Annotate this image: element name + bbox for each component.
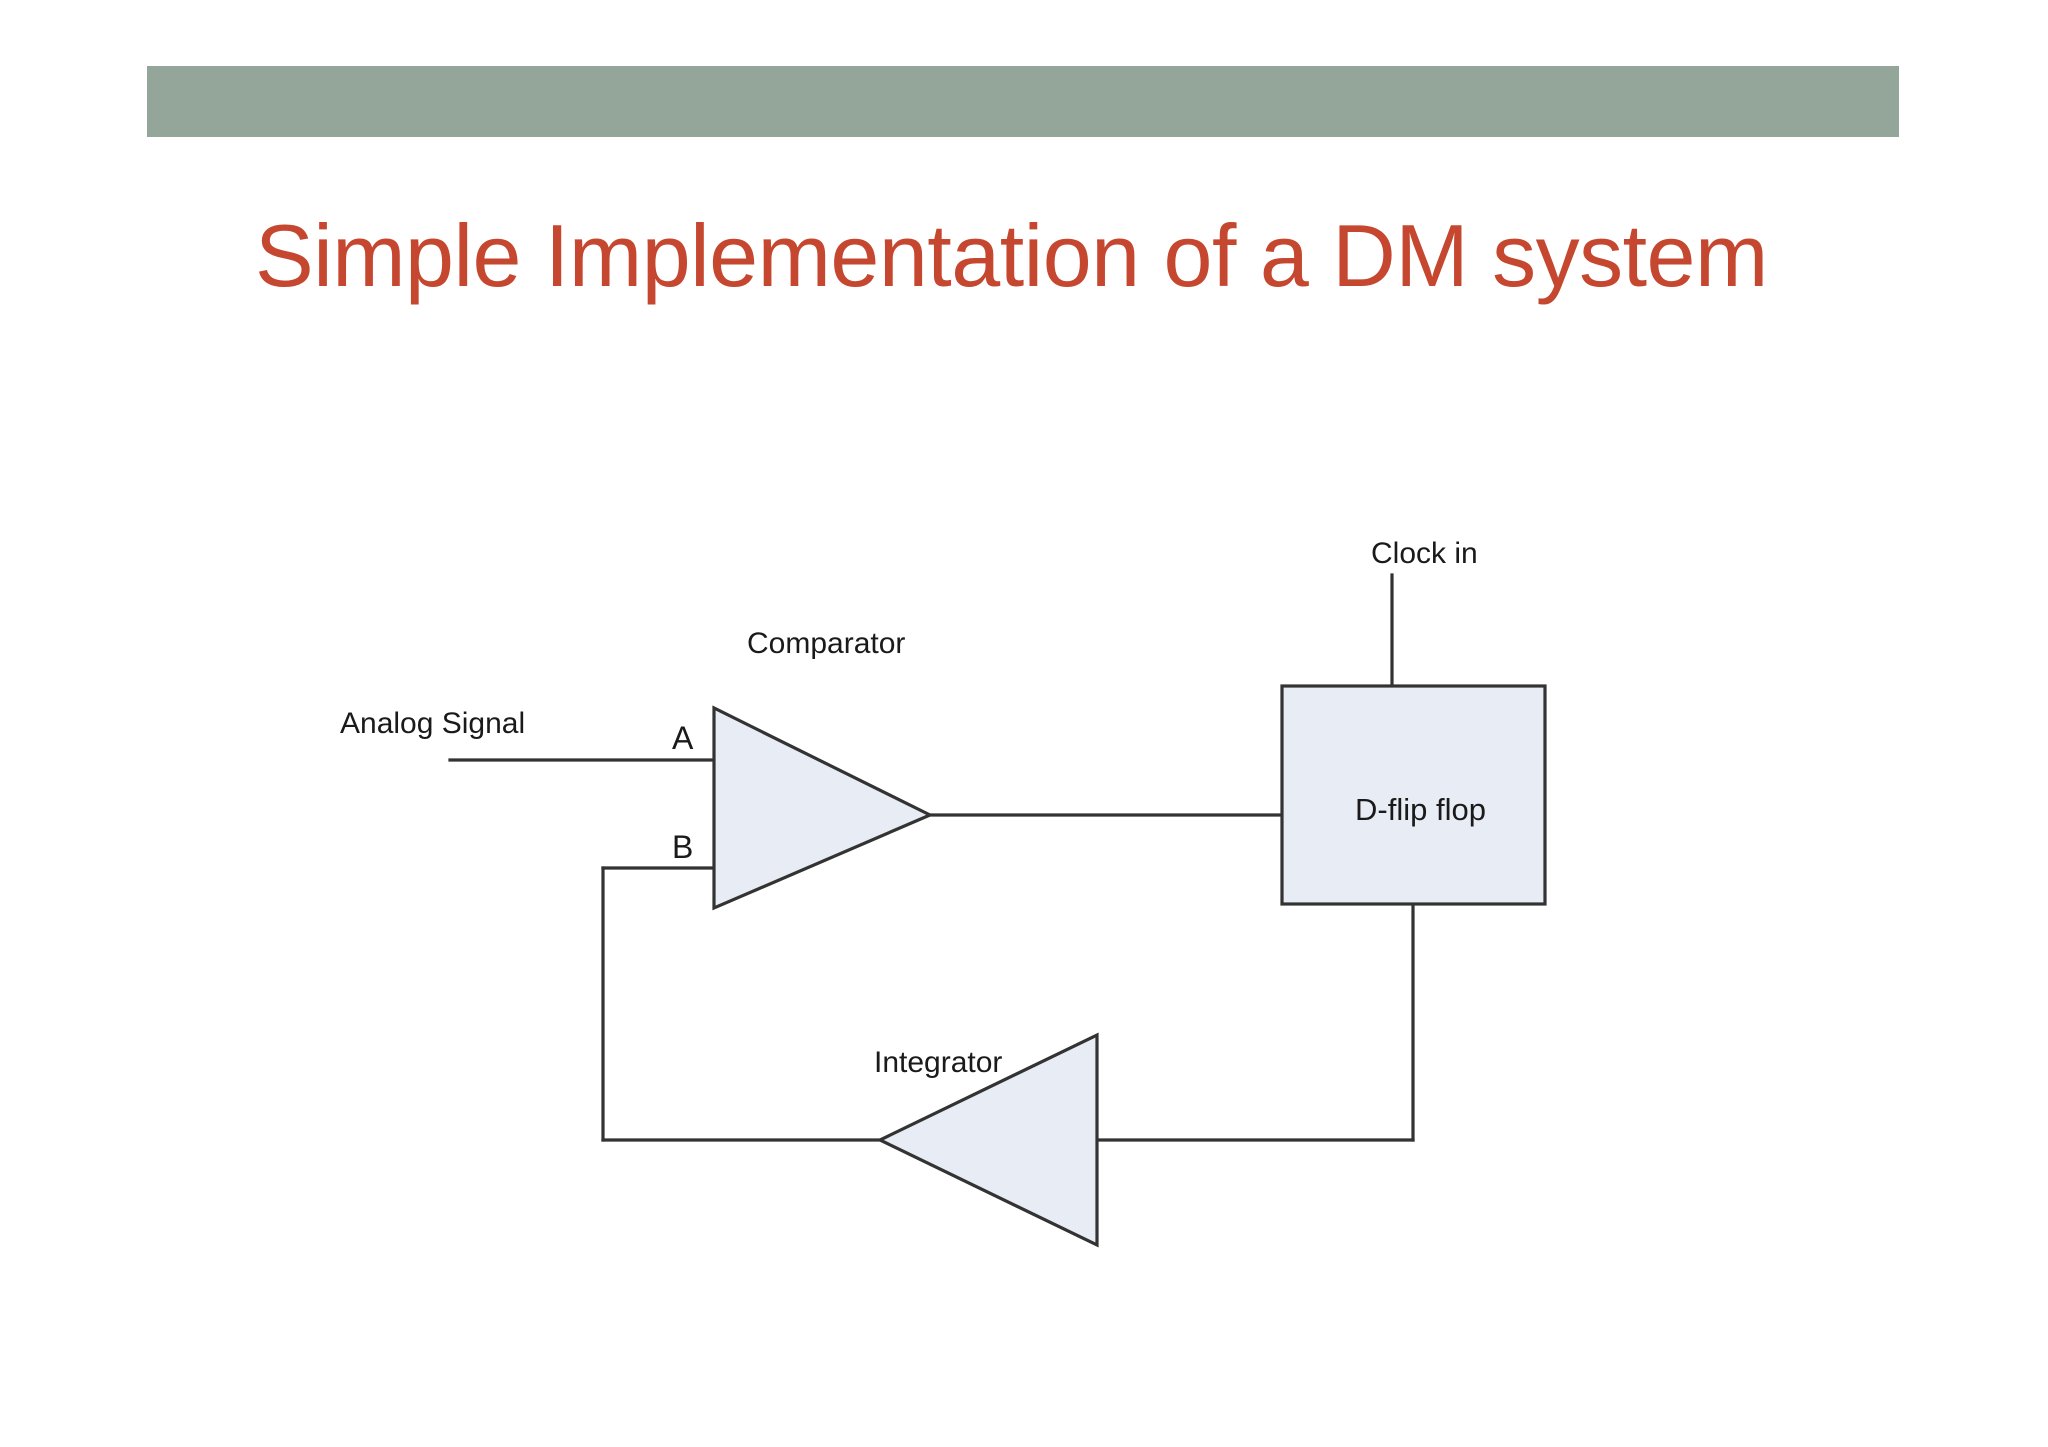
wire-group [448, 573, 1415, 1142]
label-comparator: Comparator [747, 627, 906, 660]
header-decorative-band [147, 66, 1899, 137]
label-d-flip-flop: D-flip flop [1355, 792, 1486, 827]
d-flip-flop-block [1280, 684, 1547, 906]
page-title: Simple Implementation of a DM system [255, 206, 1768, 305]
label-analog-signal: Analog Signal [340, 707, 526, 740]
comparator-block [712, 705, 934, 911]
label-clock-in: Clock in [1371, 537, 1478, 570]
integrator-block [876, 1032, 1099, 1248]
label-comparator-input-a: A [672, 720, 694, 756]
label-comparator-input-b: B [672, 829, 694, 865]
label-integrator: Integrator [874, 1046, 1003, 1079]
